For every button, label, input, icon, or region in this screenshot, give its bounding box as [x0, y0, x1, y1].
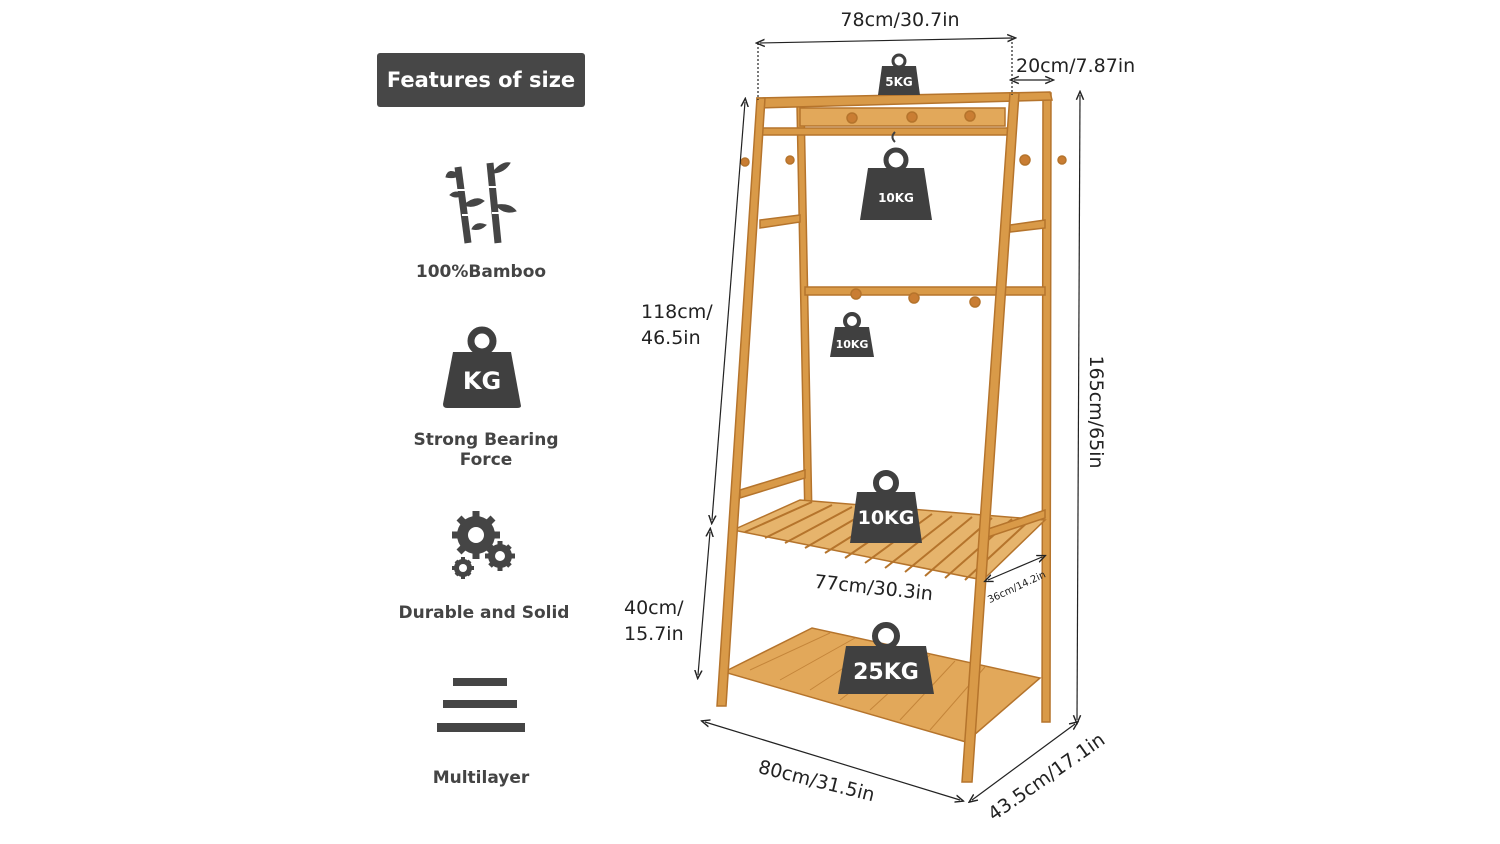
svg-text:KG: KG [463, 367, 501, 395]
dim-lower-height-2: 15.7in [624, 623, 684, 645]
feature-label-multilayer: Multilayer [432, 768, 530, 788]
dim-upper-height-1: 118cm/ [641, 301, 713, 323]
dim-lower-height-1: 40cm/ [624, 597, 684, 619]
dim-top-depth: 20cm/7.87in [1016, 55, 1135, 77]
load-middle-shelf: 10KG [850, 470, 922, 543]
layers-icon [437, 678, 525, 732]
dim-base-width: 80cm/31.5in [756, 756, 877, 806]
svg-text:10KG: 10KG [836, 338, 869, 351]
feature-label-durable: Durable and Solid [398, 603, 570, 623]
svg-text:10KG: 10KG [858, 507, 915, 529]
load-hooks: 10KG [830, 312, 874, 357]
feature-label-bearing: Strong Bearing Force [413, 430, 559, 470]
load-bottom-shelf: 25KG [838, 622, 934, 694]
svg-text:10KG: 10KG [878, 191, 914, 205]
load-top-shelf: 5KG [878, 53, 920, 95]
gears-icon [452, 511, 515, 579]
svg-text:25KG: 25KG [853, 660, 919, 685]
svg-text:5KG: 5KG [885, 75, 913, 89]
bamboo-icon [445, 162, 517, 244]
dim-shelf-width: 77cm/30.3in [813, 571, 934, 605]
dim-shelf-depth: 36cm/14.2in [986, 569, 1047, 605]
dim-upper-height-2: 46.5in [641, 327, 701, 349]
feature-label-bamboo: 100%Bamboo [415, 262, 547, 282]
features-header: Features of size [377, 53, 585, 107]
load-hanging-rod: 10KG [860, 131, 932, 220]
dim-total-height: 165cm/65in [1085, 355, 1107, 468]
weight-kg-icon: KG [443, 326, 521, 408]
dim-top-width: 78cm/30.7in [840, 9, 959, 31]
